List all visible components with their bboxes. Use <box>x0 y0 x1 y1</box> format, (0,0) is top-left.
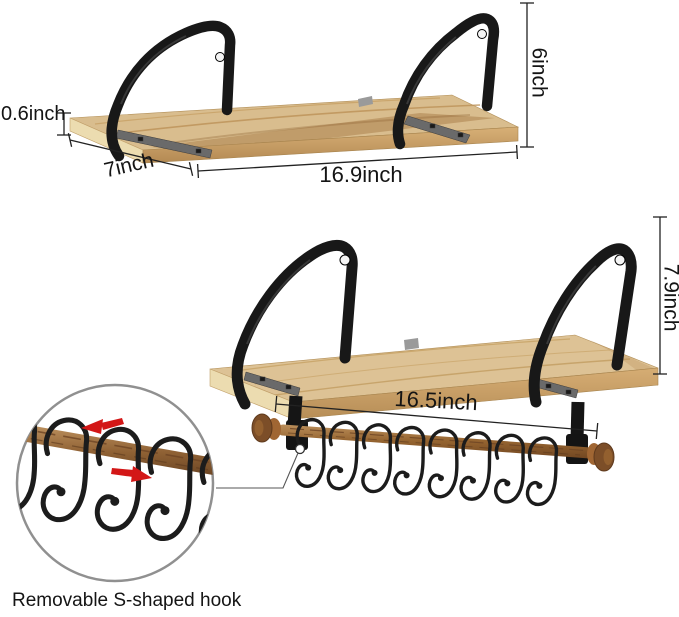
large-shelf-left-bracket <box>231 239 358 410</box>
dim-depth-line <box>67 133 194 176</box>
large-shelf <box>209 239 659 507</box>
mount-hole <box>477 29 487 39</box>
mount-hole <box>339 254 351 266</box>
hanging-rod <box>251 413 615 472</box>
mount-hole <box>614 254 626 266</box>
rod-knob-left <box>251 413 281 443</box>
mount-hole <box>215 52 225 62</box>
keyhole-plate <box>358 96 373 107</box>
dim-height-large-line <box>653 216 667 375</box>
dim-height-small-label: 6inch <box>527 47 551 98</box>
small-shelf-right-bracket <box>392 13 500 150</box>
dim-width-line <box>196 144 519 179</box>
keyhole-plate <box>404 338 419 350</box>
large-shelf-right-bracket <box>528 243 637 408</box>
dim-width-label: 16.9inch <box>319 162 403 187</box>
dim-rail-width-line <box>274 395 599 440</box>
dim-height-small-line <box>520 2 534 148</box>
dim-height-large-label: 7.9inch <box>659 263 679 332</box>
callout <box>216 443 306 489</box>
small-shelf-dimensions <box>57 2 534 179</box>
magnifier-detail <box>15 383 215 583</box>
large-shelf-dimensions <box>274 216 667 440</box>
rod-knob-right <box>587 442 615 472</box>
caption-text: Removable S-shaped hook <box>12 590 242 611</box>
small-shelf-left-bracket <box>106 20 236 162</box>
dim-thickness-label: 0.6inch <box>1 103 66 125</box>
small-shelf <box>69 13 520 164</box>
arrow-right-icon <box>111 466 152 482</box>
arrow-left-icon <box>81 418 124 434</box>
